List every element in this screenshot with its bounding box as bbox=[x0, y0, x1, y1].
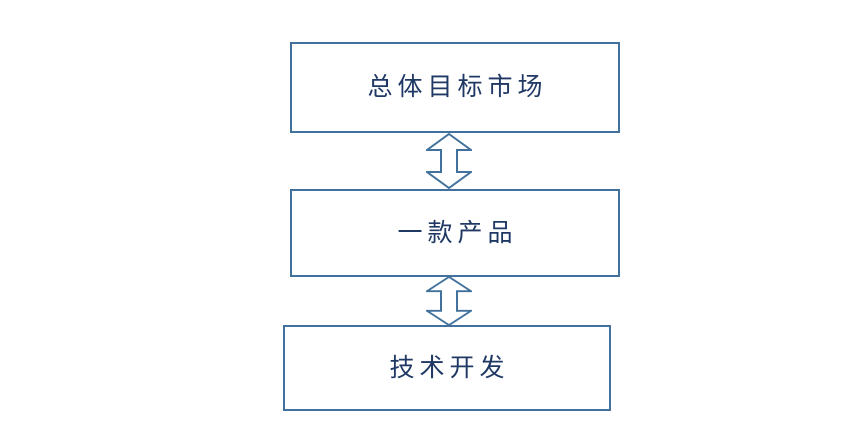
node-overall-target-market: 总体目标市场 bbox=[290, 42, 620, 133]
node-product: 一款产品 bbox=[290, 189, 620, 277]
node-tech-development: 技术开发 bbox=[283, 325, 611, 411]
up-down-arrow-icon bbox=[426, 276, 472, 326]
node-label: 总体目标市场 bbox=[367, 73, 548, 101]
up-down-arrow-icon bbox=[426, 133, 472, 189]
node-label: 一款产品 bbox=[397, 218, 518, 247]
node-label: 技术开发 bbox=[389, 353, 510, 382]
